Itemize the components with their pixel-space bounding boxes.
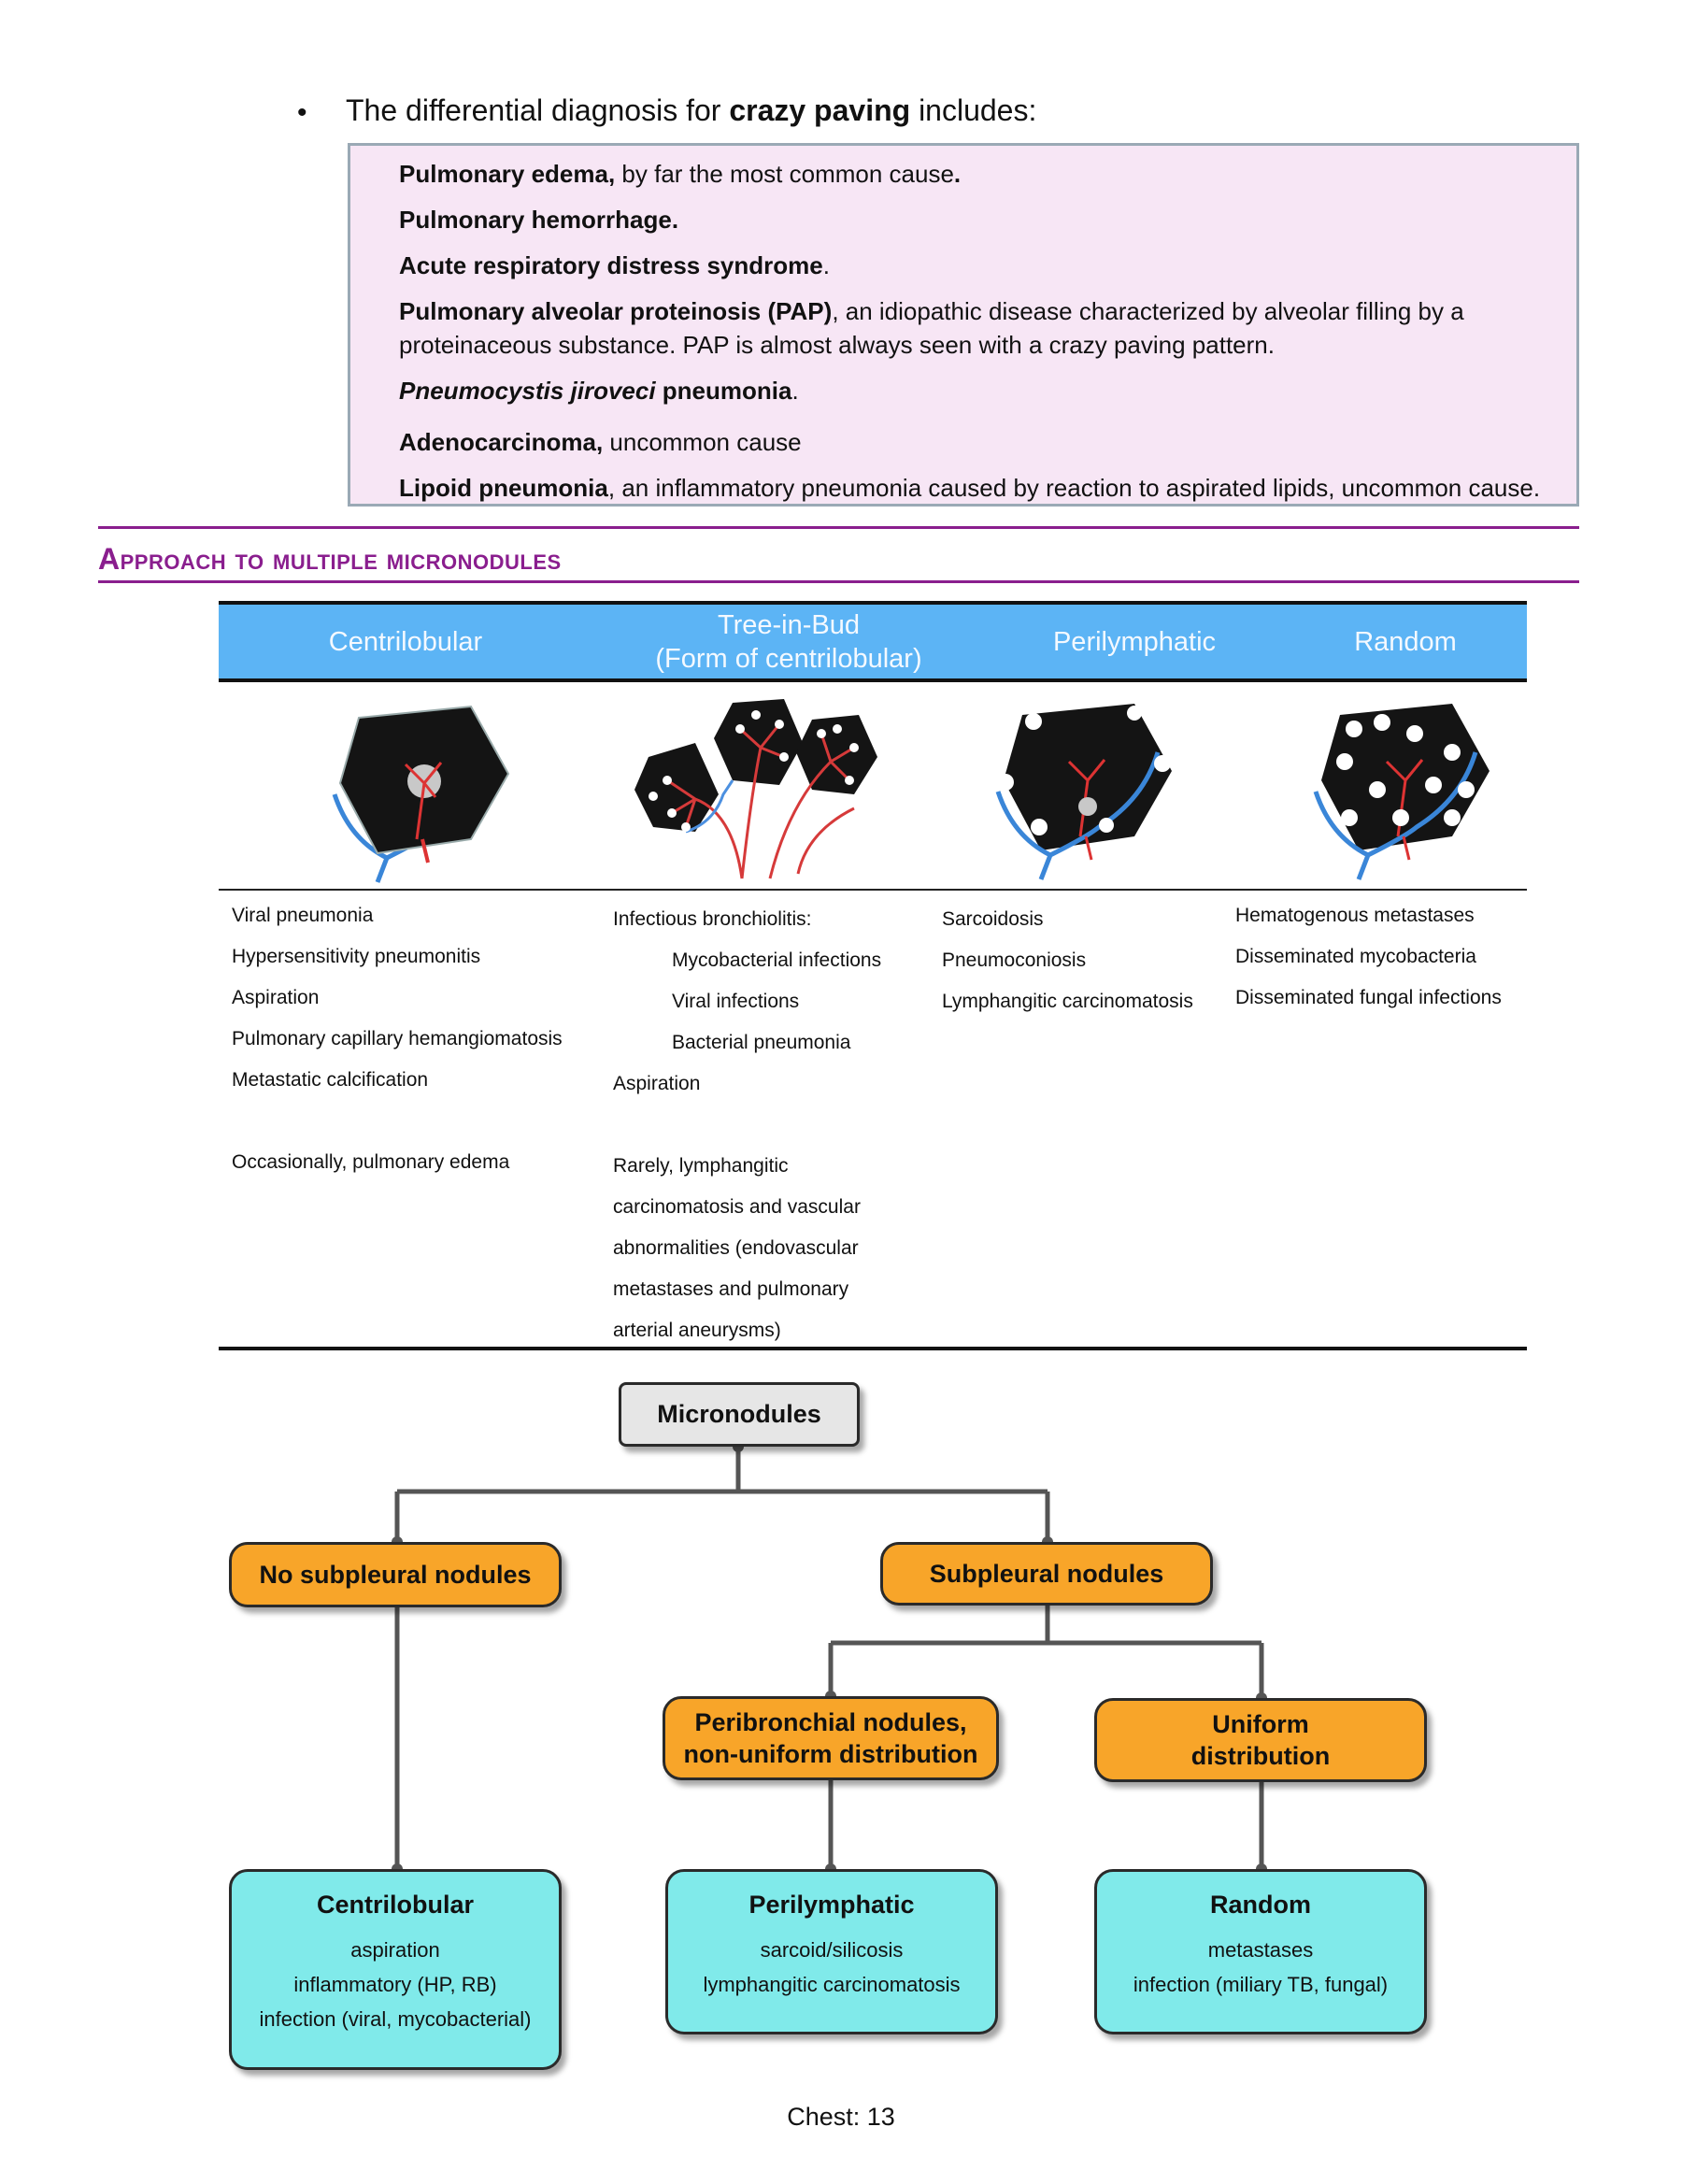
differential-diagnosis-box: Pulmonary edema, by far the most common … [348,143,1579,507]
flow-node-no-subpleural: No subpleural nodules [229,1542,562,1607]
col-header-random: Random [1354,626,1457,657]
ddx-item-lipoid-pneumonia: Lipoid pneumonia, an inflammatory pneumo… [399,474,1541,502]
list-item: Mycobacterial infections [672,949,882,971]
list-item: Bacterial pneumonia [672,1032,851,1053]
page-number: Chest: 13 [787,2103,895,2131]
cell-tree-in-bud: Infectious bronchiolitis: Mycobacterial … [613,899,881,1351]
list-item: Infectious bronchiolitis: [613,908,812,930]
cell-perilymphatic: Sarcoidosis Pneumoconiosis Lymphangitic … [942,899,1193,1022]
table-header-row: Centrilobular Tree-in-Bud(Form of centri… [219,601,1527,682]
list-item: Pneumoconiosis [942,949,1087,971]
col-header-tree-in-bud: Tree-in-Bud(Form of centrilobular) [655,609,922,674]
list-item: abnormalities (endovascular [613,1237,859,1259]
intro-text-before: The differential diagnosis for [346,93,730,127]
ddx-item-pap: Pulmonary alveolar proteinosis (PAP), an… [399,297,1464,359]
flow-node-micronodules: Micronodules [619,1382,860,1447]
list-item: Disseminated fungal infections [1235,987,1502,1008]
tree-in-bud-diagram [634,699,877,879]
centrilobular-diagram [332,705,510,883]
list-item: Rarely, lymphangitic [613,1155,789,1177]
list-item: Viral infections [672,991,800,1012]
list-item: Lymphangitic carcinomatosis [942,991,1193,1012]
section-title: Approach to multiple micronodules [98,542,562,576]
flow-leaf-perilymphatic: Perilymphatic sarcoid/silicosis lymphang… [665,1869,998,2034]
bullet-marker: • [297,97,307,128]
table-row-divider [219,889,1527,891]
intro-text-after: includes: [910,93,1037,127]
random-diagram [1313,704,1490,880]
diagram-row [219,682,1527,890]
flow-leaf-centrilobular: Centrilobular aspiration inflammatory (H… [229,1869,562,2070]
ddx-item-pulmonary-edema: Pulmonary edema, by far the most common … [399,160,962,188]
list-item: Aspiration [232,987,320,1008]
section-rule-top [98,526,1579,529]
ddx-item-pneumocystis: Pneumocystis jiroveci pneumonia. [399,377,799,405]
table-bottom-rule [219,1347,1527,1350]
list-item: Hematogenous metastases [1235,905,1475,926]
flow-leaf-random: Random metastases infection (miliary TB,… [1094,1869,1427,2034]
intro-sentence: The differential diagnosis for crazy pav… [346,93,1036,128]
list-item: Hypersensitivity pneumonitis [232,946,481,967]
ddx-item-ards: Acute respiratory distress syndrome. [399,251,830,279]
list-item: Sarcoidosis [942,908,1044,930]
list-item: arterial aneurysms) [613,1320,781,1341]
section-rule-bottom [98,580,1579,583]
list-item: metastases and pulmonary [613,1278,849,1300]
cell-centrilobular: Viral pneumonia Hypersensitivity pneumon… [232,895,563,1183]
list-item: Aspiration [613,1073,701,1094]
list-item: Occasionally, pulmonary edema [232,1151,510,1173]
list-item: Metastatic calcification [232,1069,429,1091]
col-header-perilymphatic: Perilymphatic [1052,626,1217,657]
list-item: carcinomatosis and vascular [613,1196,861,1218]
list-item: Viral pneumonia [232,905,374,926]
cell-random: Hematogenous metastases Disseminated myc… [1235,895,1502,1019]
col-header-centrilobular: Centrilobular [328,626,483,657]
ddx-item-adenocarcinoma: Adenocarcinoma, uncommon cause [399,428,802,456]
intro-bold: crazy paving [729,93,911,127]
list-item: Pulmonary capillary hemangiomatosis [232,1028,563,1049]
flow-node-subpleural: Subpleural nodules [880,1542,1213,1606]
flow-node-peribronchial: Peribronchial nodules,non-uniform distri… [663,1696,999,1780]
list-item: Disseminated mycobacteria [1235,946,1476,967]
ddx-item-pulmonary-hemorrhage: Pulmonary hemorrhage. [399,206,679,234]
perilymphatic-diagram [995,704,1172,880]
